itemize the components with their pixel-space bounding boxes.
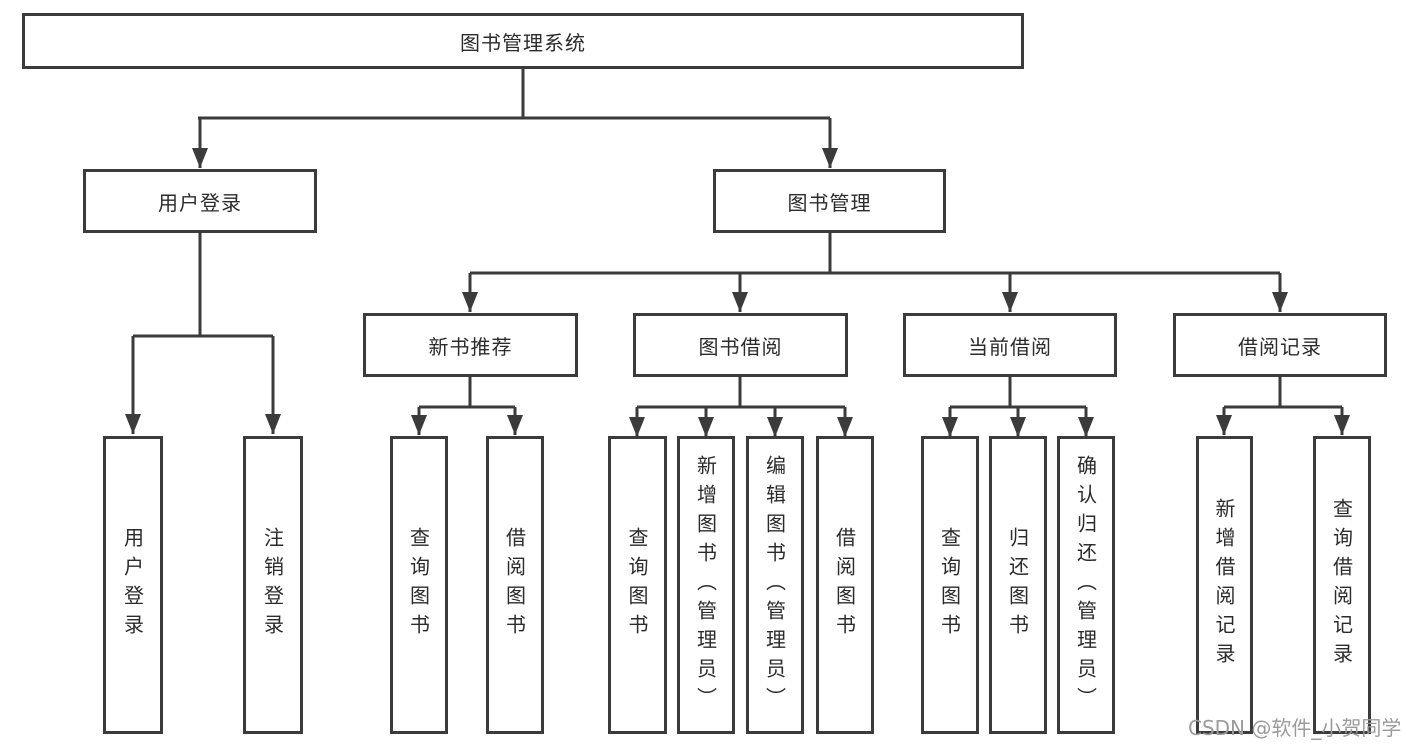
- leaf-borrowing-query-book-label: 查询图书: [625, 527, 649, 643]
- leaf-recommend-query-book-label: 查询图书: [406, 527, 431, 643]
- csdn-watermark: CSDN @软件_小贺同学: [1188, 716, 1402, 740]
- leaf-borrowing-edit-book-admin: 编辑图书（管理员）: [746, 436, 804, 734]
- leaf-borrowing-add-book-admin-label: 新增图书（管理员）: [693, 454, 718, 716]
- leaf-records-query-record-label: 查询借阅记录: [1329, 498, 1354, 672]
- leaf-current-query-book: 查询图书: [921, 436, 979, 734]
- leaf-recommend-borrow-book-label: 借阅图书: [502, 527, 527, 643]
- leaf-user-login: 用户登录: [103, 436, 163, 734]
- leaf-records-add-record-label: 新增借阅记录: [1212, 498, 1236, 672]
- leaf-user-login-label: 用户登录: [120, 527, 145, 643]
- leaf-current-return-book: 归还图书: [989, 436, 1047, 734]
- leaf-records-add-record: 新增借阅记录: [1196, 436, 1253, 734]
- node-current-borrowing: 当前借阅: [903, 313, 1117, 377]
- node-borrowing-records: 借阅记录: [1173, 313, 1387, 377]
- leaf-current-confirm-return-admin: 确认归还（管理员）: [1057, 436, 1115, 734]
- node-new-book-recommend: 新书推荐: [363, 313, 578, 377]
- leaf-borrowing-borrow-book: 借阅图书: [816, 436, 874, 734]
- node-book-borrowing: 图书借阅: [633, 313, 848, 377]
- leaf-borrowing-query-book: 查询图书: [608, 436, 667, 734]
- leaf-borrowing-add-book-admin: 新增图书（管理员）: [677, 436, 735, 734]
- leaf-current-query-book-label: 查询图书: [937, 527, 962, 643]
- node-user-login: 用户登录: [83, 169, 317, 233]
- leaf-logout-label: 注销登录: [260, 527, 285, 643]
- node-book-management: 图书管理: [713, 169, 946, 233]
- leaf-recommend-query-book: 查询图书: [390, 436, 448, 734]
- leaf-recommend-borrow-book: 借阅图书: [486, 436, 544, 734]
- leaf-current-return-book-label: 归还图书: [1005, 527, 1030, 643]
- leaf-logout: 注销登录: [243, 436, 303, 734]
- leaf-records-query-record: 查询借阅记录: [1313, 436, 1371, 734]
- leaf-current-confirm-return-admin-label: 确认归还（管理员）: [1073, 454, 1098, 716]
- leaf-borrowing-borrow-book-label: 借阅图书: [832, 527, 857, 643]
- leaf-borrowing-edit-book-admin-label: 编辑图书（管理员）: [762, 454, 787, 716]
- node-root: 图书管理系统: [22, 13, 1024, 69]
